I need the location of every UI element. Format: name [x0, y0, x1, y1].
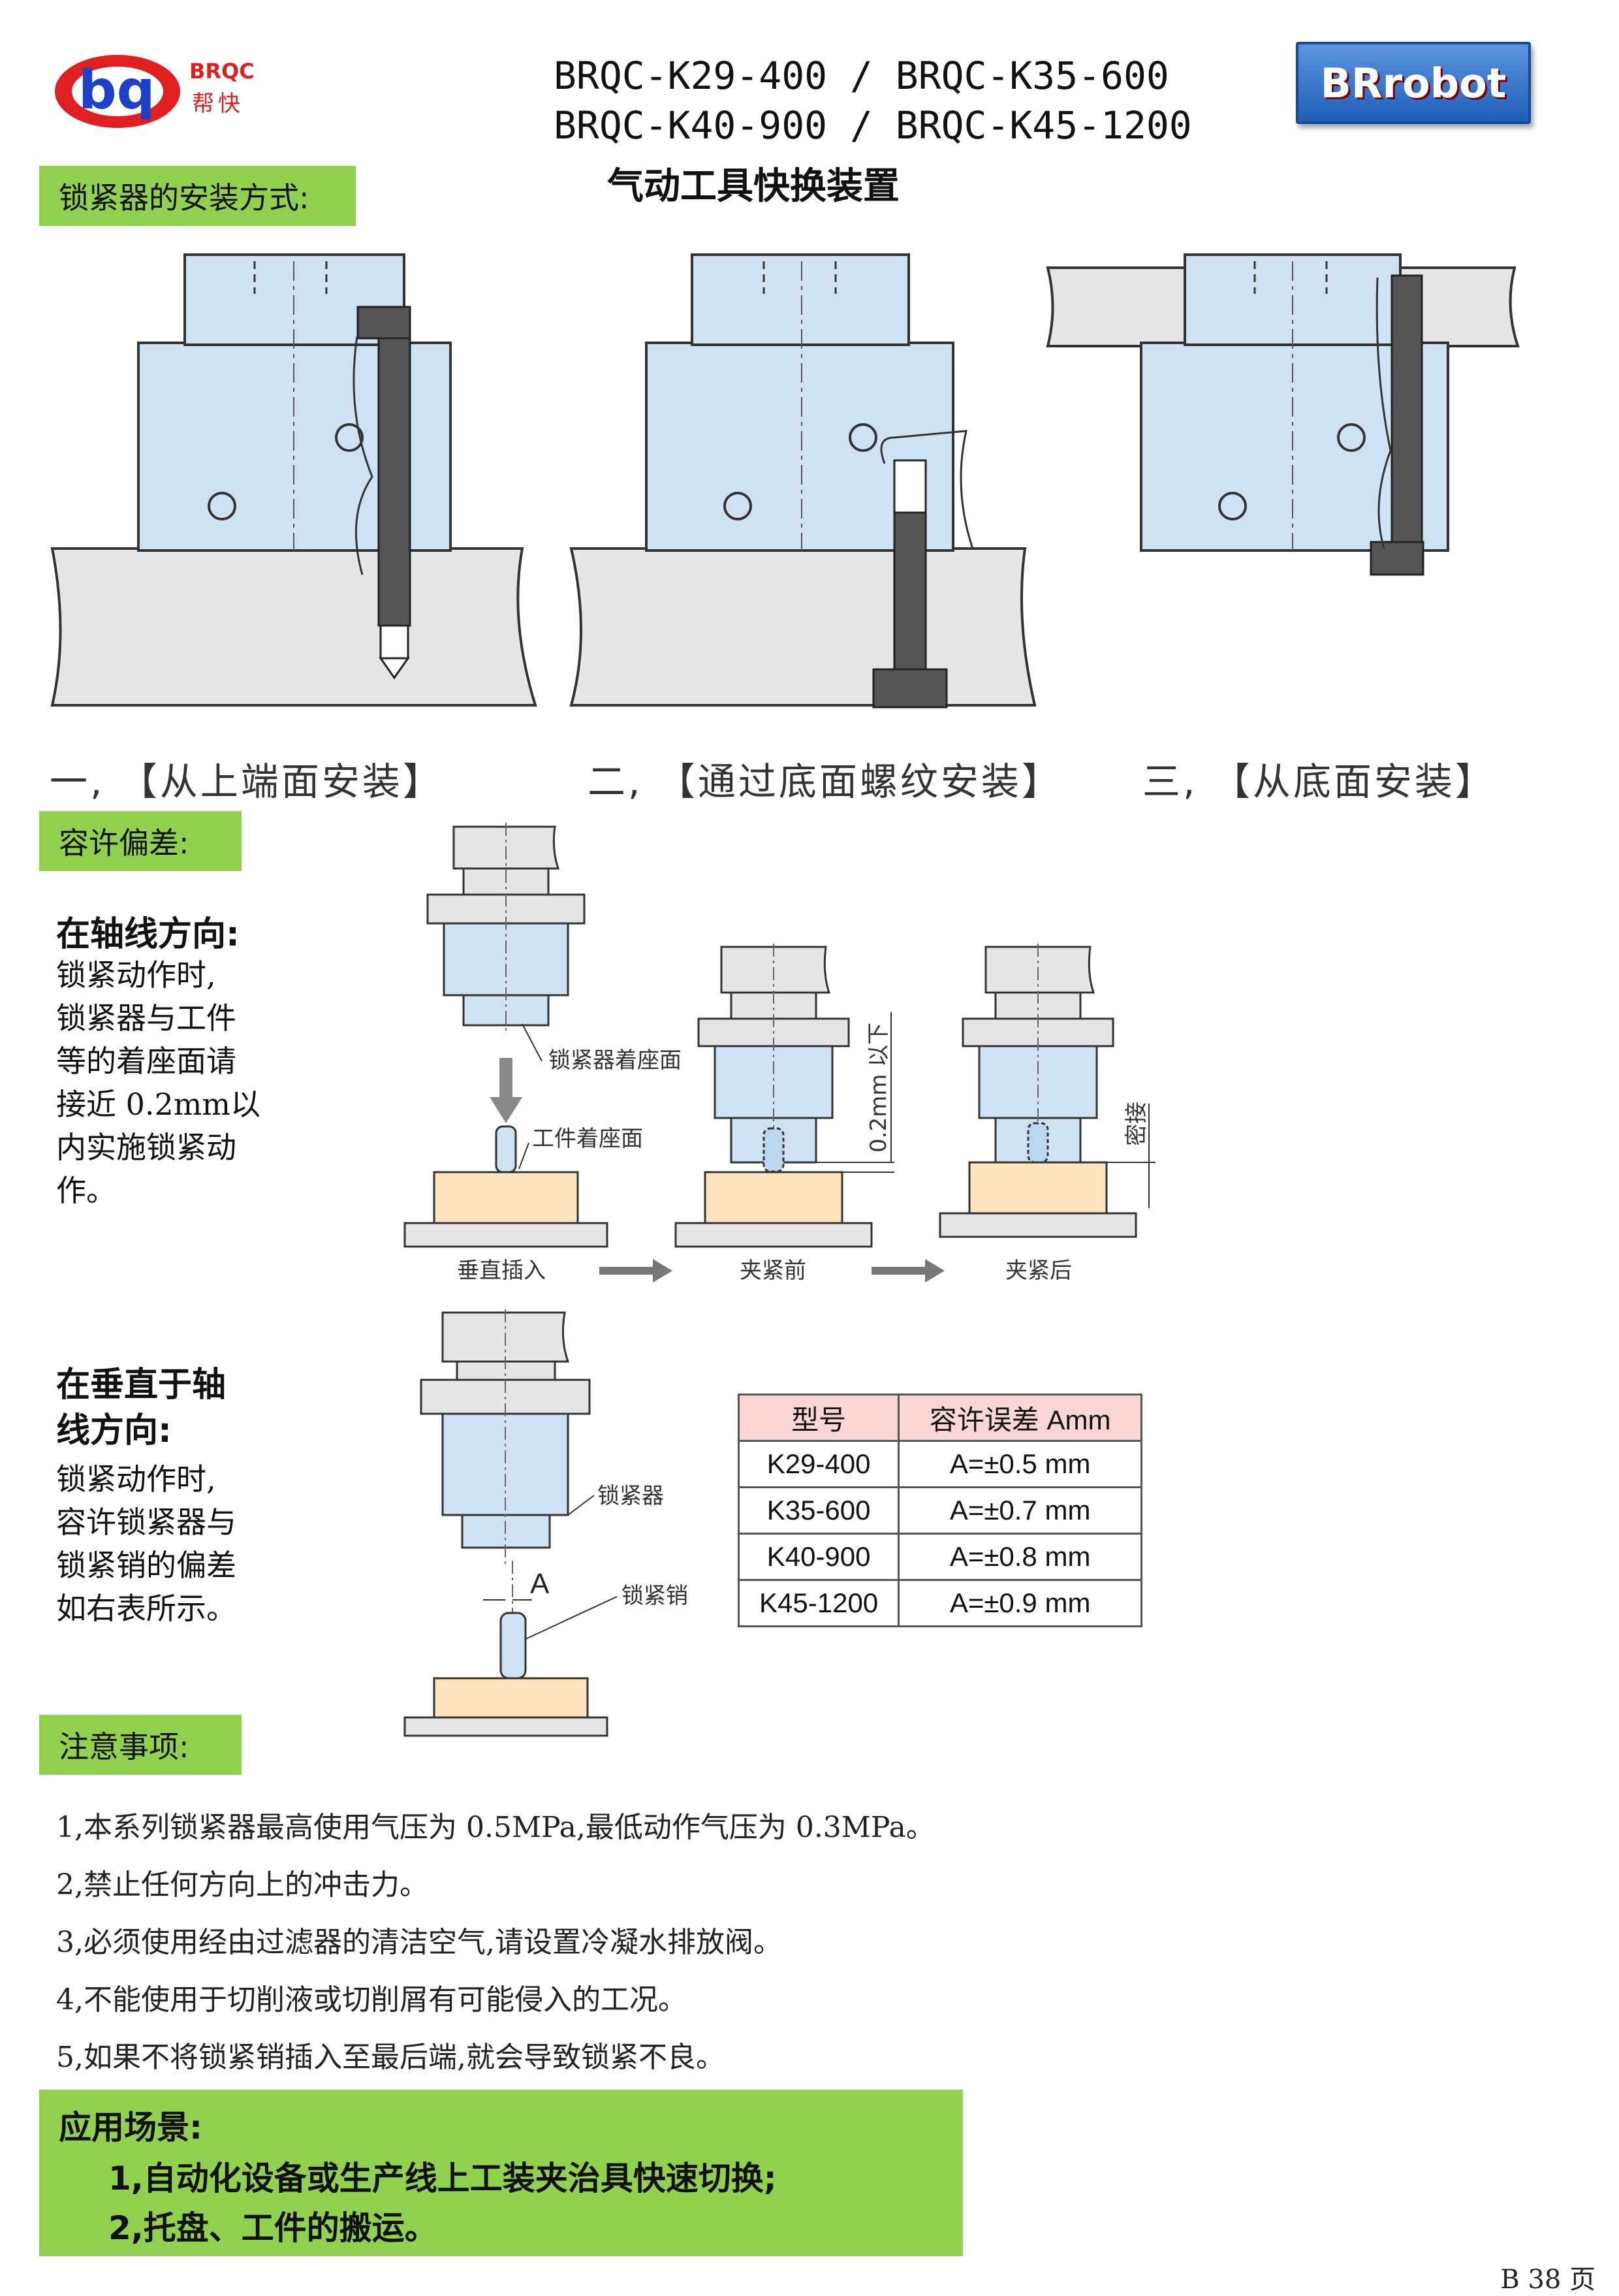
title-line-2: BRQC-K40-900 / BRQC-K45-1200 [554, 103, 1192, 148]
radial-title-line: 线方向: [56, 1411, 172, 1450]
install-heading: 锁紧器的安装方式: [39, 166, 356, 226]
notes-heading: 注意事项: [39, 1715, 242, 1775]
table-header-row: 型号 容许误差 Amm [737, 1394, 1142, 1442]
application-item: 1,自动化设备或生产线上工装夹治具快速切换; [108, 2160, 777, 2197]
radial-title-line: 在垂直于轴 [56, 1365, 227, 1405]
step1-label: 垂直插入 [457, 1258, 546, 1284]
table-header: 容许误差 Amm [898, 1394, 1142, 1442]
tolerance-table: 型号 容许误差 Amm K29-400 A=±0.5 mm K35-600 A=… [737, 1394, 1142, 1627]
application-box: 应用场景: 1,自动化设备或生产线上工装夹治具快速切换; 2,托盘、工件的搬运。 [39, 2090, 963, 2256]
install-diagram-top [50, 253, 537, 707]
table-cell: A=±0.9 mm [898, 1579, 1142, 1627]
work-seat-label: 工件着座面 [532, 1126, 643, 1152]
axial-text: 锁紧动作时, 锁紧器与工件 等的着座面请 接近 0.2mm以 内实施锁紧动 作。 [56, 953, 260, 1212]
table-row: K40-900 A=±0.8 mm [737, 1533, 1142, 1581]
axial-text-line: 内实施锁紧动 [56, 1130, 236, 1165]
install-diagram-bottom [1046, 253, 1520, 576]
table-row: K29-400 A=±0.5 mm [737, 1440, 1142, 1488]
radial-text-line: 锁紧动作时, [56, 1461, 216, 1497]
radial-text-line: 容许锁紧器与 [56, 1505, 236, 1540]
table-cell: K40-900 [737, 1533, 900, 1581]
table-cell: A=±0.5 mm [898, 1440, 1142, 1488]
install-diagrams [50, 253, 1520, 709]
axial-text-line: 接近 0.2mm以 [56, 1087, 261, 1122]
offset-label: A [530, 1568, 550, 1600]
axial-text-line: 锁紧动作时, [56, 957, 216, 993]
install-caption-2: 二, 【通过底面螺纹安装】 [588, 759, 1062, 804]
title-line-1: BRQC-K29-400 / BRQC-K35-600 [554, 54, 1169, 98]
table-cell: A=±0.8 mm [898, 1533, 1142, 1581]
table-cell: K45-1200 [737, 1579, 900, 1627]
step3-label: 夹紧后 [1005, 1258, 1072, 1284]
install-caption-1: 一, 【从上端面安装】 [50, 759, 443, 804]
radial-text-line: 如右表所示。 [56, 1591, 236, 1626]
note-item: 2,禁止任何方向上的冲击力。 [56, 1868, 428, 1902]
note-item: 5,如果不将锁紧销插入至最后端,就会导致锁紧不良。 [56, 2041, 725, 2074]
axial-title: 在轴线方向: [56, 915, 240, 954]
axial-text-line: 锁紧器与工件 [56, 1000, 236, 1036]
install-diagram-bottom-thread [569, 253, 1037, 709]
axial-text-line: 作。 [56, 1173, 116, 1208]
pin-label: 锁紧销 [621, 1583, 688, 1609]
table-header: 型号 [737, 1394, 900, 1442]
table-cell: A=±0.7 mm [898, 1486, 1142, 1535]
table-row: K35-600 A=±0.7 mm [737, 1486, 1142, 1535]
application-heading: 应用场景: [59, 2109, 202, 2146]
contact-label: 密接 [1124, 1102, 1150, 1146]
page-number: B 38 页 [1500, 2265, 1595, 2295]
svg-text:bq: bq [78, 59, 155, 121]
brqc-logo: bq BRQC 帮快 [55, 55, 255, 128]
product-name: 气动工具快换装置 [607, 165, 900, 208]
axial-diagram: 锁紧器着座面 工件着座面 0.2mm 以下 密接 垂直插入 夹紧前 夹紧后 [403, 823, 1155, 1284]
radial-text-line: 锁紧销的偏差 [56, 1548, 236, 1583]
note-item: 4,不能使用于切削液或切削屑有可能侵入的工况。 [56, 1983, 687, 2017]
clamp-seat-label: 锁紧器着座面 [548, 1047, 682, 1074]
radial-text: 锁紧动作时, 容许锁紧器与 锁紧销的偏差 如右表所示。 [56, 1458, 236, 1630]
application-item: 2,托盘、工件的搬运。 [108, 2209, 437, 2247]
radial-diagram: A 锁紧器 锁紧销 [403, 1309, 688, 1737]
tolerance-heading: 容许偏差: [39, 811, 242, 871]
brand-badge-text: BRrobot [1320, 59, 1507, 107]
brand-badge: BRrobot [1296, 42, 1531, 124]
note-item: 3,必须使用经由过滤器的清洁空气,请设置冷凝水排放阀。 [56, 1926, 782, 1959]
step2-label: 夹紧前 [740, 1258, 806, 1284]
axial-text-line: 等的着座面请 [56, 1044, 236, 1079]
install-caption-3: 三, 【从底面安装】 [1142, 759, 1496, 804]
table-row: K45-1200 A=±0.9 mm [737, 1579, 1142, 1627]
clamp-label: 锁紧器 [597, 1483, 664, 1509]
table-cell: K35-600 [737, 1486, 900, 1535]
logo-sub: 帮快 [192, 91, 244, 117]
table-cell: K29-400 [737, 1440, 900, 1488]
gap-label: 0.2mm 以下 [866, 1023, 892, 1153]
note-item: 1,本系列锁紧器最高使用气压为 0.5MPa,最低动作气压为 0.3MPa。 [56, 1811, 935, 1844]
radial-title: 在垂直于轴 线方向: [56, 1362, 226, 1454]
logo-text: BRQC [189, 59, 255, 84]
